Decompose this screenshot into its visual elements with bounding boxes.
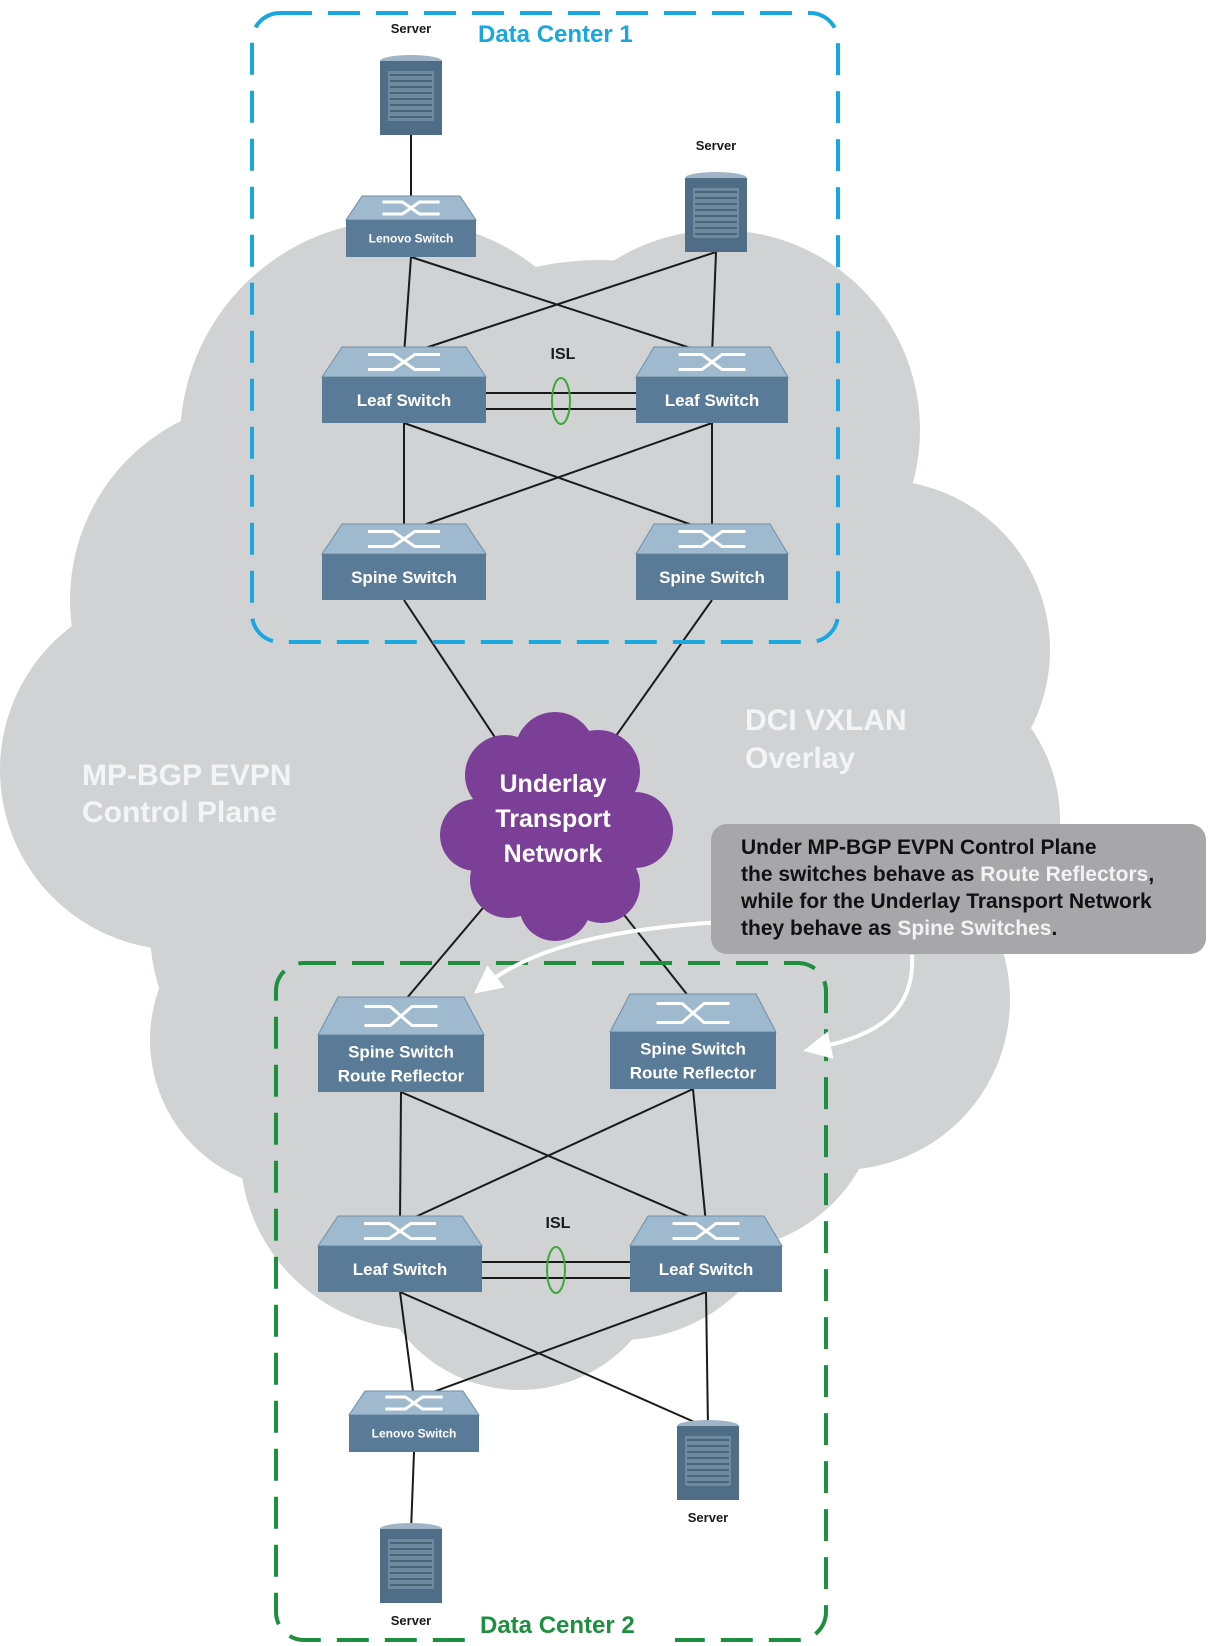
svg-text:Underlay: Underlay (500, 770, 607, 798)
link-dc2-spine-a-dc2-leaf-a (399, 1091, 402, 1225)
callout-note: Under MP-BGP EVPN Control Plane the swit… (711, 824, 1206, 954)
svg-text:Overlay: Overlay (745, 742, 855, 775)
switch-label: Leaf Switch (353, 1260, 447, 1279)
dci-overlay-label: DCI VXLAN Overlay (745, 704, 907, 775)
switch-label: Leaf Switch (665, 391, 759, 410)
svg-text:Transport: Transport (495, 805, 611, 833)
data-center-1-label: Data Center 1 (478, 21, 633, 48)
server-icon (380, 1523, 442, 1603)
link-dc1-server-b-dc1-leaf-a (403, 251, 717, 356)
link-dc2-spine-a-dc2-leaf-b (400, 1091, 707, 1225)
svg-text:Control Plane: Control Plane (82, 796, 277, 829)
dc2-leaf-a: Leaf Switch (317, 1215, 483, 1292)
dc1-server-a: Server (380, 21, 442, 135)
underlay-network: Underlay Transport Network (440, 712, 673, 941)
data-center-1: Data Center 1 (250, 11, 840, 644)
server-icon (685, 172, 747, 252)
svg-text:MP-BGP EVPN: MP-BGP EVPN (82, 759, 292, 792)
switch-icon (348, 1390, 480, 1452)
switch-label: Spine Switch (348, 1042, 454, 1061)
dc1-server-b: Server (685, 138, 747, 252)
link-dc2-spine-b-dc2-leaf-a (399, 1088, 694, 1225)
switch-label: Route Reflector (338, 1066, 465, 1085)
control-plane-label: MP-BGP EVPN Control Plane (82, 759, 292, 829)
data-center-2-label: Data Center 2 (480, 1612, 635, 1639)
svg-text:DCI VXLAN: DCI VXLAN (745, 704, 907, 737)
switch-label: Leaf Switch (357, 391, 451, 410)
isl-dc2: ISL (481, 1215, 631, 1294)
dc1-spine-a: Spine Switch (321, 523, 487, 600)
server-label: Server (391, 21, 431, 36)
switch-icon (317, 1215, 483, 1292)
link-dc2-leaf-b-dc2-server-b (705, 1291, 709, 1429)
link-dc2-spine-b-dc2-leaf-b (692, 1088, 707, 1225)
link-dc1-lenovo-dc1-leaf-a (403, 256, 412, 356)
dc1-leaf-a: Leaf Switch (321, 346, 487, 423)
switch-icon (635, 346, 789, 423)
dc2-leaf-b: Leaf Switch (629, 1215, 783, 1292)
link-dc1-server-b-dc1-leaf-b (711, 251, 717, 356)
switch-icon (317, 996, 485, 1092)
link-dc2-leaf-b-dc2-lenovo (413, 1291, 707, 1400)
switch-icon (609, 993, 777, 1089)
switch-label: Route Reflector (630, 1063, 757, 1082)
dc2-server-a: Server (380, 1523, 442, 1628)
server-icon (380, 55, 442, 135)
isl-label: ISL (546, 1215, 571, 1232)
dc1-leaf-b: Leaf Switch (635, 346, 789, 423)
link-dc2-leaf-a-dc2-server-b (399, 1291, 709, 1429)
server-label: Server (391, 1613, 431, 1628)
link-dc2-leaf-a-dc2-lenovo (399, 1291, 415, 1400)
switch-icon (345, 195, 477, 257)
switch-label: Spine Switch (351, 568, 457, 587)
server-label: Server (696, 138, 736, 153)
dc2-server-b: Server (677, 1420, 739, 1525)
switch-icon (629, 1215, 783, 1292)
isl-label: ISL (551, 346, 576, 363)
switch-label: Spine Switch (640, 1039, 746, 1058)
data-center-2: Data Center 2 (274, 961, 828, 1646)
switch-label: Lenovo Switch (369, 232, 454, 246)
isl-dc1: ISL (486, 346, 636, 425)
link-dc1-lenovo-dc1-leaf-b (410, 256, 713, 356)
dc1-lenovo: Lenovo Switch (345, 195, 477, 257)
svg-text:Network: Network (504, 840, 603, 868)
switch-icon (635, 523, 789, 600)
switch-label: Lenovo Switch (372, 1427, 457, 1441)
callout-arrows (473, 920, 915, 1059)
server-icon (677, 1420, 739, 1500)
switch-label: Leaf Switch (659, 1260, 753, 1279)
dc1-spine-b: Spine Switch (635, 523, 789, 600)
switch-icon (321, 523, 487, 600)
switch-label: Spine Switch (659, 568, 765, 587)
server-label: Server (688, 1510, 728, 1525)
dc2-lenovo: Lenovo Switch (348, 1390, 480, 1452)
link-dc1-leaf-b-dc1-spine-a (403, 422, 713, 533)
switch-icon (321, 346, 487, 423)
link-dc2-lenovo-dc2-server-a (410, 1451, 415, 1532)
